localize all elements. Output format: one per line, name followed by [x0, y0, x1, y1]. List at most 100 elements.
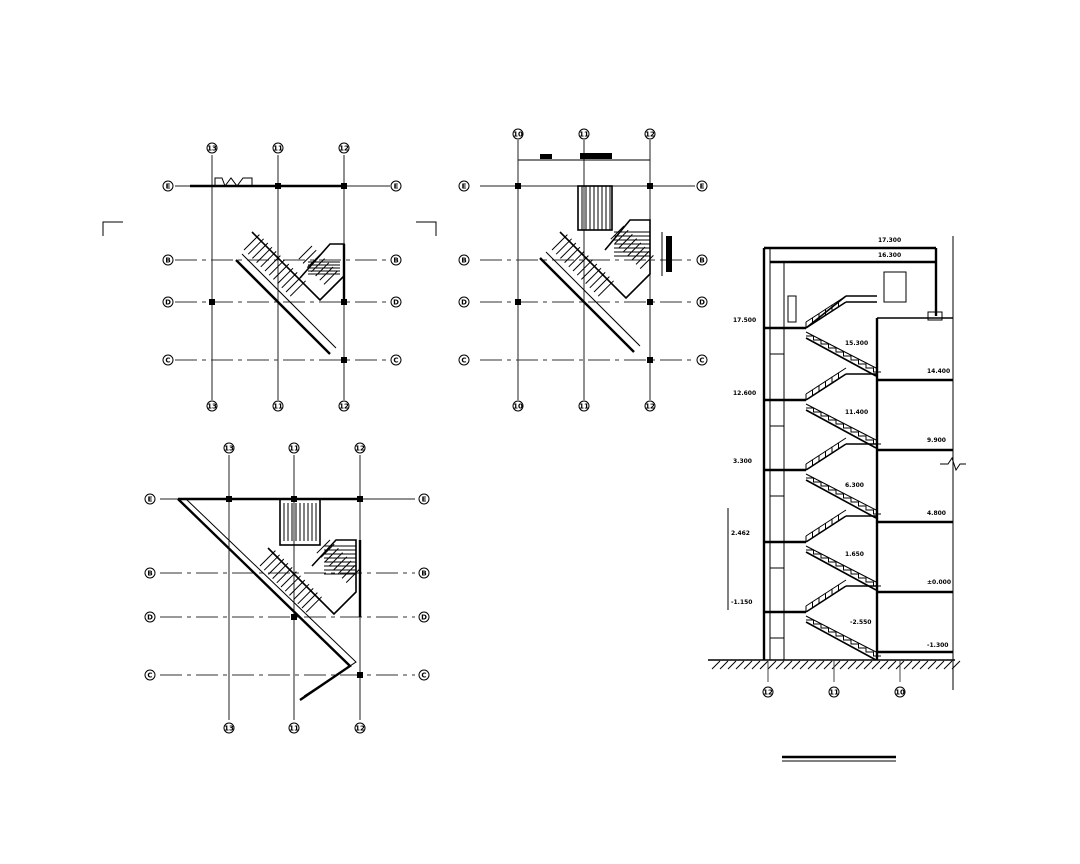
break-symbol [940, 456, 966, 472]
dimension-text [666, 236, 672, 272]
hatch-line [943, 660, 953, 670]
level-label: 15.300 [845, 340, 868, 347]
grid-bubble [144, 567, 156, 579]
level-label: 12.600 [733, 390, 756, 397]
column [275, 183, 281, 189]
level-label: -2.550 [850, 619, 871, 626]
hatch-line [783, 660, 793, 670]
grid-bubble [696, 254, 708, 266]
handrail [805, 437, 847, 465]
hatch-line [735, 660, 745, 670]
grid-bubble-label: D [393, 299, 399, 307]
grid-bubble-label: 11 [289, 725, 299, 733]
stair-flight [283, 503, 317, 541]
level-label: 4.800 [927, 510, 946, 517]
grid-bubble-label: 11 [289, 445, 299, 453]
level-label: 11.400 [845, 409, 868, 416]
dimension-text [540, 154, 552, 159]
level-label: 9.900 [927, 437, 946, 444]
parapet [214, 177, 253, 188]
window [769, 327, 785, 355]
hatch-line [807, 660, 817, 670]
grid-bubble [272, 142, 284, 154]
stair-tread [316, 539, 331, 554]
column [515, 299, 521, 305]
stair-tread [337, 560, 352, 575]
window [769, 611, 785, 639]
grid-bubble [206, 400, 218, 412]
hatch-line [863, 660, 873, 670]
grid-bubble-label: 12 [645, 131, 655, 139]
window [769, 541, 785, 569]
grid-bubble-label: C [421, 672, 426, 680]
grid-bubble [762, 686, 774, 698]
handrail [805, 367, 847, 395]
grid-bubble-label: 12 [339, 145, 349, 153]
grid-bubble-label: B [147, 570, 152, 578]
column [515, 183, 521, 189]
grid-bubble-label: 10 [513, 131, 523, 139]
window [769, 469, 785, 497]
column [647, 357, 653, 363]
stair-tread [627, 242, 642, 257]
hatch-line [711, 660, 721, 670]
grid-bubble [458, 354, 470, 366]
grid-bubble-label: B [393, 257, 398, 265]
grid-bubble [458, 180, 470, 192]
stair-flight [316, 539, 360, 583]
grid-bubble-label: 11 [579, 403, 589, 411]
stair-stringer [805, 337, 877, 377]
column [341, 183, 347, 189]
grid-bubble-label: 11 [273, 145, 283, 153]
ground-hatch [711, 660, 961, 670]
column [209, 299, 215, 305]
grid-bubble-label: 11 [273, 403, 283, 411]
hatch-line [743, 660, 753, 670]
grid-bubble [338, 400, 350, 412]
grid-bubble-label: 11 [829, 689, 839, 697]
handrail [805, 545, 877, 583]
hatch-line [799, 660, 809, 670]
grid-bubble [696, 296, 708, 308]
handrail [805, 331, 877, 369]
stair-tread [618, 234, 633, 248]
handrail [805, 509, 847, 537]
grid-bubble-label: 10 [513, 403, 523, 411]
hatch-line [927, 660, 937, 670]
handrail [805, 403, 877, 441]
grid-bubble-label: E [462, 183, 467, 191]
hatch-line [759, 660, 769, 670]
level-label: -1.150 [731, 599, 752, 606]
stair-tread [635, 250, 650, 265]
level-label: 3.300 [733, 458, 752, 465]
grid-bubble [644, 128, 656, 140]
level-label: 14.400 [927, 368, 950, 375]
column [357, 496, 363, 502]
wall [539, 257, 635, 353]
stair-tread [323, 270, 338, 285]
hatch-line [871, 660, 881, 670]
grid-bubble [162, 354, 174, 366]
level-label: 1.650 [845, 551, 864, 558]
level-label: 6.300 [845, 482, 864, 489]
grid-bubble [458, 296, 470, 308]
grid-bubble [162, 180, 174, 192]
grid-bubble [162, 296, 174, 308]
hatch-line [855, 660, 865, 670]
stair-stringer [805, 409, 877, 449]
stair-stringer [805, 479, 877, 519]
stair-flight [551, 234, 614, 297]
level-label: 16.300 [878, 252, 901, 259]
grid-bubble [390, 354, 402, 366]
grid-bubble [390, 296, 402, 308]
wall [177, 498, 352, 701]
grid-bubble [272, 400, 284, 412]
hatch-line [831, 660, 841, 670]
stair-flight-section [806, 619, 881, 657]
grid-bubble [578, 400, 590, 412]
grid-bubble-label: D [421, 614, 427, 622]
stair-section: 17.300 16.300 17.500 12.600 3.300 2.462 … [708, 236, 966, 698]
grid-bubble [354, 722, 366, 734]
stair-flight-section [806, 407, 881, 445]
